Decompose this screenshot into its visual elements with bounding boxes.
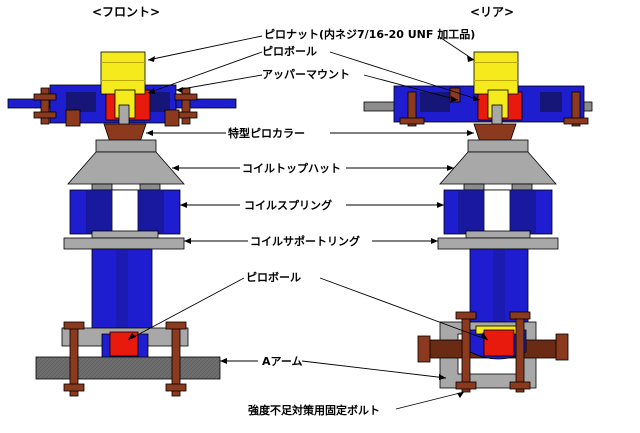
front-damper-body <box>91 248 153 334</box>
front-mount-bolts <box>33 87 198 127</box>
front-pillow-collar <box>103 123 147 143</box>
front-mount-inner <box>66 92 96 112</box>
front-top-hat-cap <box>95 139 157 153</box>
leader-lines <box>127 35 489 410</box>
rear-damper-body <box>469 248 529 324</box>
rear-mount-bolts <box>399 87 589 127</box>
label-reinforcement-bolt: 強度不足対策用固定ボルト <box>248 403 380 417</box>
front-mount-inner-2 <box>150 92 170 112</box>
label-pillow-nut: ピロナット(内ネジ7/16-20 UNF 加工品) <box>264 27 475 41</box>
label-coil-spring: コイルスプリング <box>244 198 332 212</box>
front-assembly <box>7 51 237 397</box>
label-a-arm: Aアーム <box>262 355 303 368</box>
front-header: <フロント> <box>92 5 160 19</box>
rear-fixing-bolts <box>417 311 569 393</box>
label-pillow-collar: 特型ピロカラー <box>228 126 305 140</box>
rear-pillow-nut <box>473 51 519 95</box>
rear-coil-top-hat <box>439 151 557 185</box>
rear-pillow-collar <box>473 123 517 143</box>
front-a-arm <box>35 356 221 380</box>
rear-coil-support-ring <box>437 237 559 250</box>
front-pillow-nut <box>100 51 146 95</box>
rear-top-hat-cap <box>467 139 529 153</box>
front-coil-top-hat <box>67 151 185 185</box>
front-coil-support-ring <box>63 237 185 250</box>
label-coil-top-hat: コイルトップハット <box>242 161 341 175</box>
rear-pillow-ball-bottom <box>483 329 515 357</box>
front-fixing-bolts <box>63 321 187 397</box>
label-pillow-ball-bottom: ピロボール <box>246 270 301 284</box>
label-coil-support-ring: コイルサポートリング <box>250 234 360 248</box>
front-support-ring-top <box>91 230 159 239</box>
arrowheads <box>128 56 488 398</box>
rear-assembly <box>363 51 593 393</box>
label-pillow-ball-top: ピロボール <box>262 44 317 58</box>
rear-support-ring-top <box>465 230 531 239</box>
rear-header: <リア> <box>470 5 514 19</box>
label-upper-mount: アッパーマウント <box>262 68 350 81</box>
